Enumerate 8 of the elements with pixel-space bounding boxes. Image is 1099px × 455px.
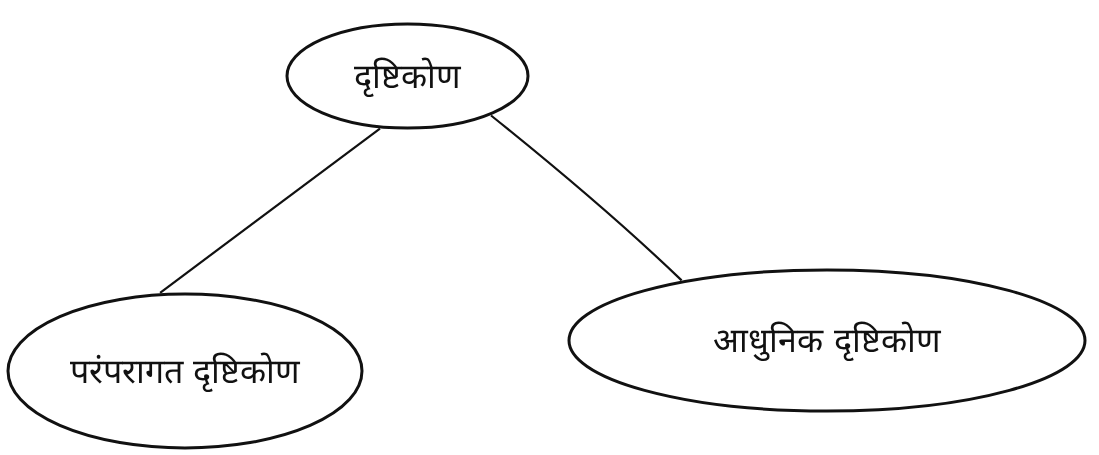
oval-node xyxy=(6,292,364,450)
connector-line xyxy=(159,127,381,294)
oval-node xyxy=(567,268,1087,413)
connector-line xyxy=(490,114,683,282)
oval-node xyxy=(285,22,530,130)
node-label: आधुनिक दृष्टिकोण xyxy=(713,319,941,362)
node-label: परंपरागत दृष्टिकोण xyxy=(69,349,301,393)
node-label: दृष्टिकोण xyxy=(354,54,461,98)
